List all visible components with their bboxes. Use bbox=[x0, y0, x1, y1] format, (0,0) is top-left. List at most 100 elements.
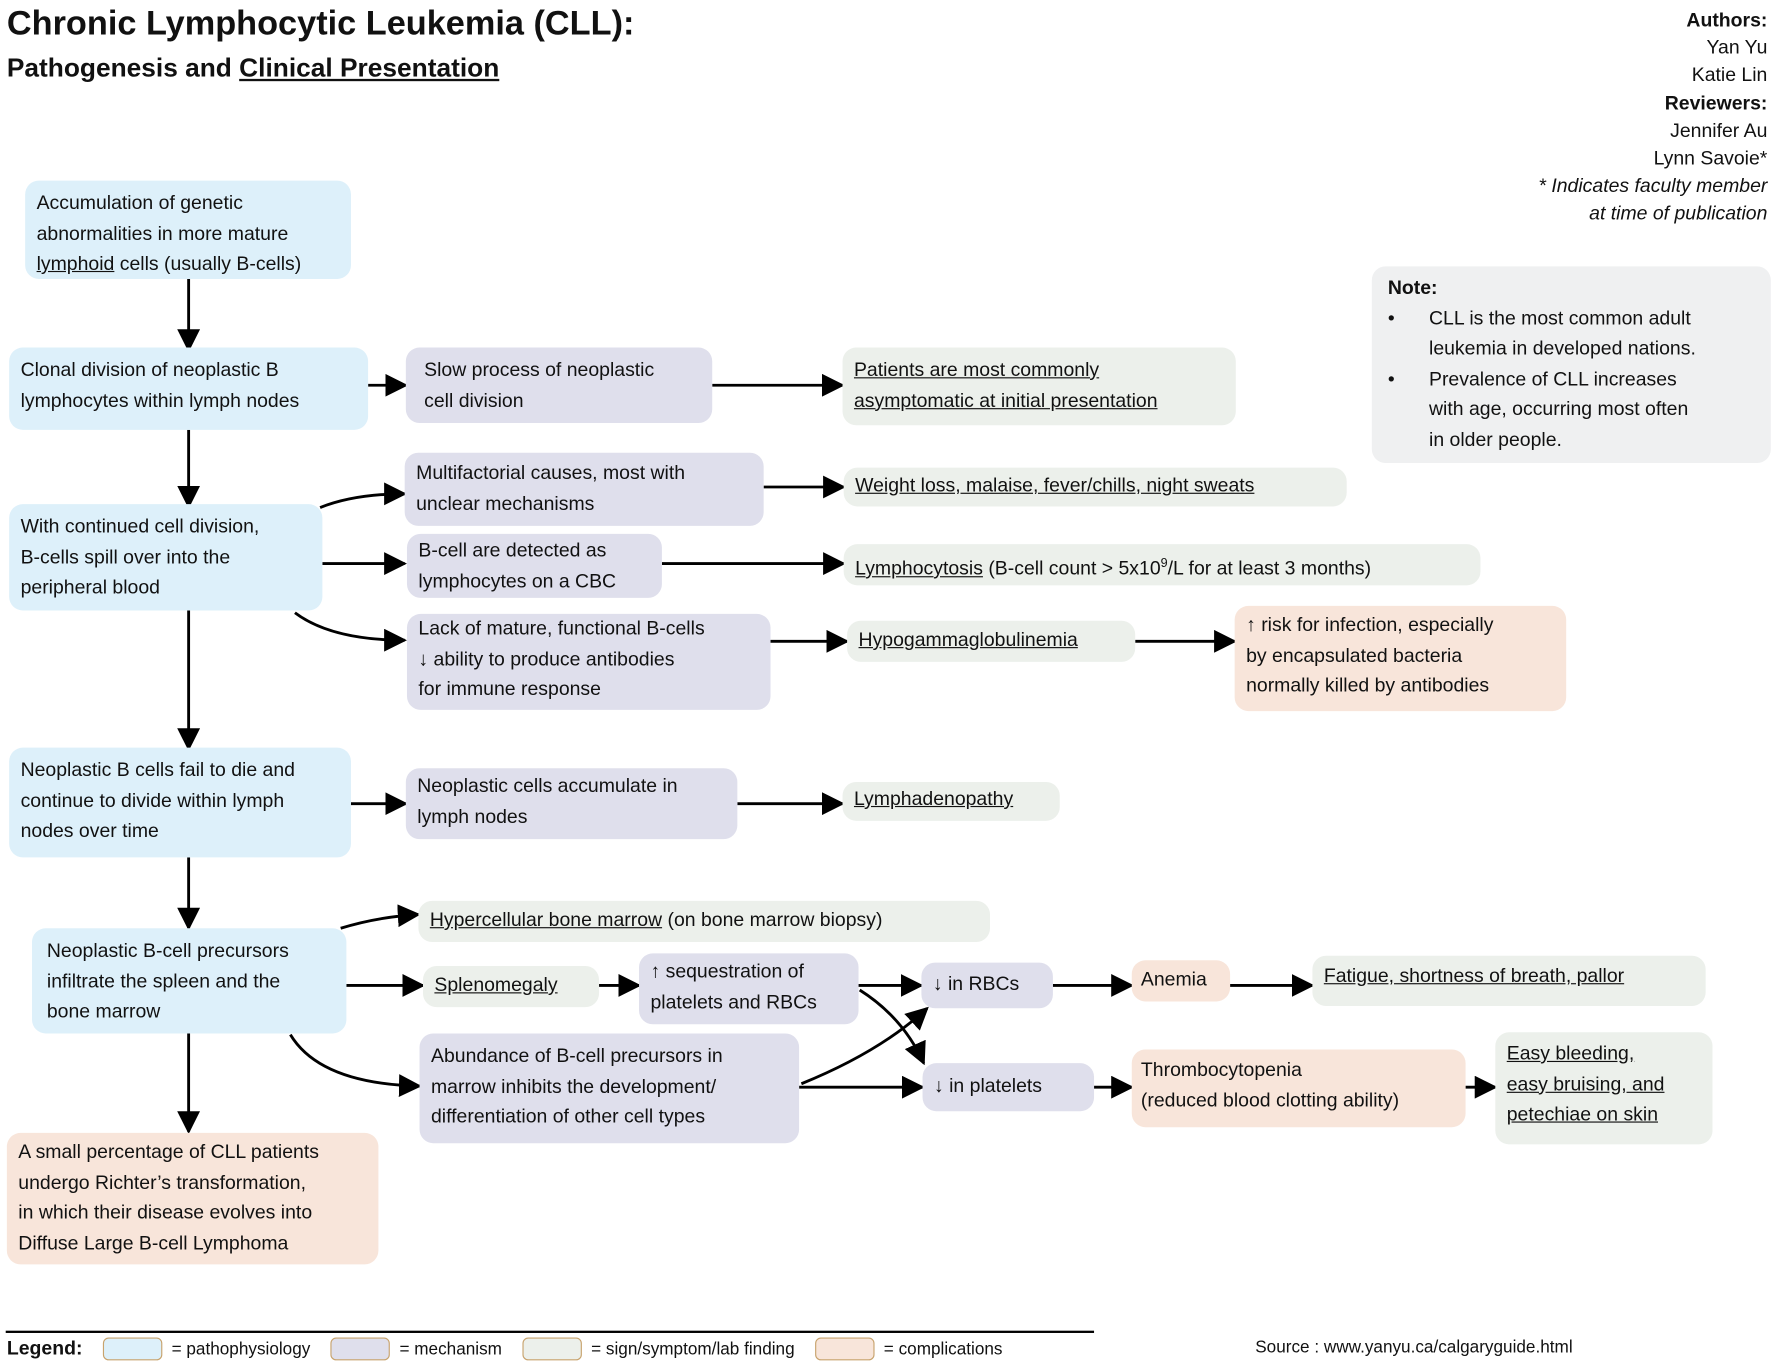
authors-label: Authors: bbox=[1686, 9, 1768, 31]
curved-arrow bbox=[319, 482, 407, 509]
box-decreased-platelets: ↓ in platelets bbox=[922, 1063, 1095, 1112]
box-line: marrow inhibits the development/ bbox=[430, 1075, 717, 1097]
box-line: abnormalities in more mature bbox=[36, 222, 289, 245]
box-clonal-division: Clonal division of neoplastic B lymphocyt… bbox=[9, 347, 369, 430]
box-decreased-rbcs: ↓ in RBCs bbox=[921, 962, 1053, 1009]
author: Yan Yu bbox=[1706, 36, 1768, 59]
box-line: cell division bbox=[424, 389, 524, 411]
box-line: platelets and RBCs bbox=[650, 990, 817, 1013]
box-text: ↓ in RBCs bbox=[932, 972, 1020, 995]
note-item: Prevalence of CLL increases with age, occ… bbox=[1388, 364, 1755, 455]
legend-item: = mechanism bbox=[399, 1339, 502, 1359]
box-line: B-cell are detected as bbox=[418, 539, 607, 562]
page-title: Chronic Lymphocytic Leukemia (CLL): bbox=[6, 4, 635, 43]
box-lack-mature-bcells: Lack of mature, functional B-cells↓ abil… bbox=[406, 613, 771, 710]
box-text: (B-cell count > 5x10 bbox=[982, 557, 1161, 580]
box-splenomegaly: Splenomegaly bbox=[422, 966, 600, 1008]
box-line: Diffuse Large B-cell Lymphoma bbox=[18, 1231, 289, 1254]
note-box: Note: CLL is the most common adult leukem… bbox=[1371, 266, 1771, 463]
box-text: cells (usually B-cells) bbox=[114, 252, 302, 275]
box-line: ↑ sequestration of bbox=[650, 960, 804, 983]
box-thrombocytopenia: Thrombocytopenia (reduced blood clotting … bbox=[1131, 1049, 1466, 1128]
box-line: lymphoid cells (usually B-cells) bbox=[37, 249, 340, 279]
box-text: ↓ in platelets bbox=[933, 1074, 1043, 1097]
box-line: Clonal division of neoplastic B bbox=[20, 358, 279, 381]
box-line: Abundance of B-cell precursors in bbox=[430, 1044, 723, 1067]
note-label: Note: bbox=[1387, 276, 1438, 299]
box-line: in which their disease evolves into bbox=[18, 1201, 313, 1224]
reviewer: Jennifer Au bbox=[1670, 119, 1768, 142]
box-line: infiltrate the spleen and the bbox=[46, 970, 281, 992]
author: Katie Lin bbox=[1691, 64, 1768, 87]
box-line: Patients are most commonly bbox=[853, 358, 1100, 381]
box-line: for immune response bbox=[418, 677, 601, 700]
box-asymptomatic: Patients are most commonly asymptomatic … bbox=[842, 347, 1236, 426]
box-line: B-cells spill over into the bbox=[20, 545, 231, 568]
footnote: at time of publication bbox=[1589, 202, 1768, 225]
box-line: Thrombocytopenia bbox=[1140, 1058, 1302, 1081]
legend-item: = sign/symptom/lab finding bbox=[591, 1339, 795, 1359]
box-text: Hypogammaglobulinemia bbox=[858, 628, 1078, 651]
box-slow-process: Slow process of neoplastic cell division bbox=[405, 347, 713, 423]
legend-swatch-mechanism bbox=[330, 1337, 391, 1361]
box-line: A small percentage of CLL patients bbox=[18, 1140, 319, 1163]
box-easy-bleeding: Easy bleeding, easy bruising, and petech… bbox=[1495, 1032, 1713, 1145]
legend-swatch-sign bbox=[522, 1337, 582, 1361]
legend-label: Legend: bbox=[6, 1337, 83, 1360]
box-line: bone marrow bbox=[46, 1000, 161, 1023]
box-line: (reduced blood clotting ability) bbox=[1140, 1088, 1400, 1111]
box-lymphocytosis: Lymphocytosis (B-cell count > 5x109/L fo… bbox=[843, 544, 1481, 586]
legend-swatch-complications bbox=[815, 1337, 875, 1361]
box-line: Slow process of neoplastic bbox=[424, 358, 655, 381]
note-line: leukemia in developed nations. bbox=[1429, 337, 1696, 359]
box-line: differentiation of other cell types bbox=[430, 1105, 706, 1128]
reviewers-label: Reviewers: bbox=[1664, 92, 1768, 114]
note-item: CLL is the most common adult leukemia in … bbox=[1388, 304, 1755, 365]
box-text: /L for at least 3 months) bbox=[1167, 557, 1372, 580]
box-line: nodes over time bbox=[20, 819, 159, 842]
box-line: normally killed by antibodies bbox=[1246, 674, 1490, 697]
box-text: (on bone marrow biopsy) bbox=[662, 908, 883, 931]
box-hypercellular-marrow: Hypercellular bone marrow (on bone marro… bbox=[418, 900, 991, 942]
box-constitutional-symptoms: Weight loss, malaise, fever/chills, nigh… bbox=[843, 467, 1347, 507]
legend: Legend: = pathophysiology = mechanism = … bbox=[6, 1337, 1003, 1361]
footnote: * Indicates faculty member bbox=[1538, 175, 1768, 197]
box-line: lymph nodes bbox=[417, 805, 528, 828]
note-line: in older people. bbox=[1429, 428, 1562, 450]
box-line: continue to divide within lymph bbox=[20, 789, 285, 812]
box-anemia: Anemia bbox=[1131, 960, 1231, 1002]
note-line: with age, occurring most often bbox=[1429, 397, 1689, 420]
legend-swatch-pathophysiology bbox=[103, 1337, 163, 1361]
box-spill-over: With continued cell division, B-cells spi… bbox=[9, 504, 323, 611]
box-line: unclear mechanisms bbox=[416, 492, 595, 514]
box-line: Neoplastic cells accumulate in bbox=[417, 775, 678, 797]
box-text: Lymphadenopathy bbox=[853, 787, 1014, 810]
box-line: peripheral blood bbox=[20, 576, 160, 598]
note-line: CLL is the most common adult bbox=[1429, 306, 1691, 329]
credits: Authors: Yan Yu Katie Lin Reviewers: Jen… bbox=[1538, 7, 1767, 228]
box-line: lymphocytes within lymph nodes bbox=[20, 389, 300, 411]
box-fatigue: Fatigue, shortness of breath, pallor bbox=[1312, 955, 1706, 1007]
legend-item: = complications bbox=[883, 1339, 1003, 1359]
box-line: asymptomatic at initial presentation bbox=[853, 389, 1158, 411]
box-line: petechiae on skin bbox=[1506, 1103, 1659, 1125]
box-lymphadenopathy: Lymphadenopathy bbox=[842, 781, 1060, 821]
page-subtitle: Pathogenesis and Clinical Presentation bbox=[7, 53, 499, 84]
box-line: easy bruising, and bbox=[1506, 1072, 1665, 1095]
curved-arrow bbox=[340, 904, 421, 930]
note-line: Prevalence of CLL increases bbox=[1429, 367, 1677, 390]
superscript: 9 bbox=[1160, 556, 1168, 571]
box-line: With continued cell division, bbox=[20, 515, 260, 538]
box-line: ↓ ability to produce antibodies bbox=[418, 647, 675, 670]
legend-divider bbox=[5, 1330, 1095, 1333]
box-hypogammaglobulinemia: Hypogammaglobulinemia bbox=[847, 620, 1136, 662]
box-abundance-precursors: Abundance of B-cell precursors in marrow … bbox=[419, 1033, 800, 1144]
